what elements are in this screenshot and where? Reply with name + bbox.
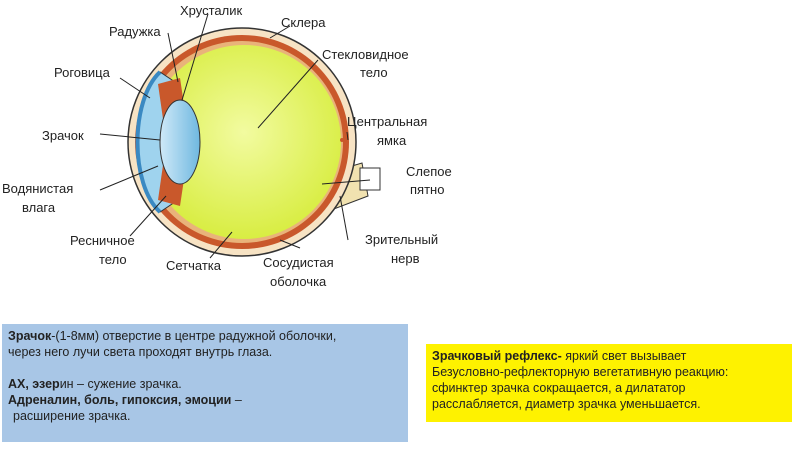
label-iris: Радужка bbox=[109, 24, 161, 39]
constriction-line: АХ, эзерин – сужение зрачка. bbox=[8, 376, 402, 392]
label-blind-spot-2: пятно bbox=[410, 182, 444, 197]
label-sclera: Склера bbox=[281, 15, 326, 30]
label-pupil: Зрачок bbox=[42, 128, 84, 143]
dilation-line: Адреналин, боль, гипоксия, эмоции – bbox=[8, 392, 402, 408]
fovea bbox=[340, 138, 344, 142]
label-fovea-1: Центральная bbox=[347, 114, 427, 129]
label-cornea: Роговица bbox=[54, 65, 111, 80]
reflex-line-3: сфинктер зрачка сокращается, а дилататор bbox=[432, 381, 686, 395]
reflex-line-2: Безусловно-рефлекторную вегетативную реа… bbox=[432, 365, 729, 379]
label-optic-nerve-1: Зрительный bbox=[365, 232, 438, 247]
label-lens: Хрусталик bbox=[180, 3, 242, 18]
labels: Радужка Хрусталик Склера Роговица Стекло… bbox=[2, 3, 452, 289]
pupil-term: Зрачок bbox=[8, 329, 52, 343]
label-choroid-1: Сосудистая bbox=[263, 255, 334, 270]
label-choroid-2: оболочка bbox=[270, 274, 327, 289]
lens bbox=[159, 99, 201, 185]
vitreous-body bbox=[147, 45, 341, 239]
reflex-term: Зрачковый рефлекс- bbox=[432, 349, 562, 363]
label-ciliary-2: тело bbox=[99, 252, 127, 267]
pupil-def-2: через него лучи света проходят внутрь гл… bbox=[8, 345, 273, 359]
eye-diagram: Радужка Хрусталик Склера Роговица Стекло… bbox=[2, 3, 452, 289]
dilation-dash: – bbox=[231, 393, 242, 407]
reflex-line-4: расслабляется, диаметр зрачка уменьшаетс… bbox=[432, 397, 701, 411]
reflex-text-1: яркий свет вызывает bbox=[561, 349, 687, 363]
pupil-def-1: -(1-8мм) отверстие в центре радужной обо… bbox=[51, 329, 337, 343]
label-aqueous-2: влага bbox=[22, 200, 56, 215]
label-vitreous-2: тело bbox=[360, 65, 388, 80]
reflex-line-1: Зрачковый рефлекс- яркий свет вызывает bbox=[432, 348, 786, 364]
label-ciliary-1: Ресничное bbox=[70, 233, 135, 248]
leader-lines bbox=[99, 13, 371, 259]
dilation-result: расширение зрачка. bbox=[13, 409, 131, 423]
label-vitreous-1: Стекловидное bbox=[322, 47, 409, 62]
pupil-definition: Зрачок-(1-8мм) отверстие в центре радужн… bbox=[8, 328, 402, 344]
label-fovea-2: ямка bbox=[377, 133, 407, 148]
dilation-causes: Адреналин, боль, гипоксия, эмоции bbox=[8, 393, 232, 407]
label-optic-nerve-2: нерв bbox=[391, 251, 420, 266]
pupil-info-box: Зрачок-(1-8мм) отверстие в центре радужн… bbox=[2, 324, 408, 442]
label-aqueous-1: Водянистая bbox=[2, 181, 73, 196]
label-retina: Сетчатка bbox=[166, 258, 222, 273]
label-blind-spot-1: Слепое bbox=[406, 164, 452, 179]
pupil-reflex-box: Зрачковый рефлекс- яркий свет вызывает Б… bbox=[426, 344, 792, 422]
ax-term: АХ, эзер bbox=[8, 377, 60, 391]
ax-suffix: ин – сужение зрачка. bbox=[59, 377, 182, 391]
